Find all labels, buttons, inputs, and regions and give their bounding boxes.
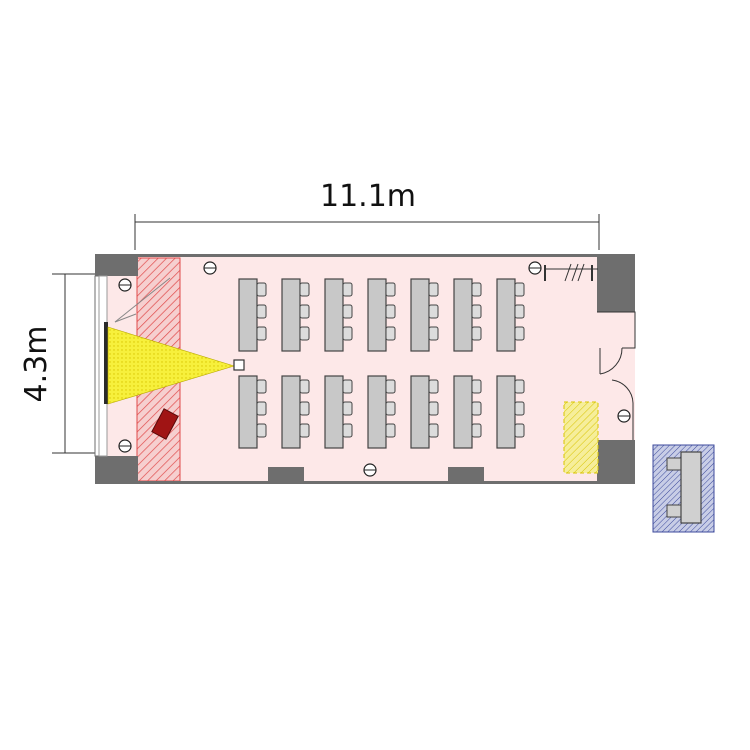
- chair: [342, 326, 353, 341]
- chair: [256, 423, 267, 438]
- chair: [342, 423, 353, 438]
- accessory-table: [652, 444, 715, 533]
- desk: [367, 375, 387, 449]
- chair: [514, 304, 525, 319]
- chair: [342, 282, 353, 297]
- chair: [256, 304, 267, 319]
- screen-bracket: [114, 313, 137, 323]
- desk: [453, 375, 473, 449]
- podium: [151, 408, 179, 440]
- chair: [385, 304, 396, 319]
- chair: [514, 379, 525, 394]
- chair: [471, 304, 482, 319]
- chair: [385, 423, 396, 438]
- chair: [385, 401, 396, 416]
- desk: [238, 375, 258, 449]
- chair: [428, 401, 439, 416]
- chair: [514, 401, 525, 416]
- chair: [256, 282, 267, 297]
- chair: [385, 326, 396, 341]
- chair: [342, 304, 353, 319]
- desk: [496, 375, 516, 449]
- height-dimension: 4.3m: [19, 273, 104, 454]
- desk: [281, 375, 301, 449]
- chair: [428, 379, 439, 394]
- storage-area: [563, 401, 599, 474]
- chair: [299, 326, 310, 341]
- desk: [496, 278, 516, 352]
- desk: [453, 278, 473, 352]
- chair: [256, 379, 267, 394]
- ceiling-speakers: [118, 261, 631, 477]
- desk: [324, 278, 344, 352]
- projector-screen-icon: [104, 322, 108, 404]
- chair: [514, 326, 525, 341]
- chair: [256, 401, 267, 416]
- chair: [471, 282, 482, 297]
- chair: [385, 379, 396, 394]
- chair: [471, 423, 482, 438]
- chair: [299, 401, 310, 416]
- chair: [428, 423, 439, 438]
- chair: [428, 304, 439, 319]
- coat-rack-icon: [544, 263, 598, 282]
- desk: [367, 278, 387, 352]
- chair: [342, 401, 353, 416]
- chair: [342, 379, 353, 394]
- chair: [299, 282, 310, 297]
- screen-cable: [114, 277, 171, 323]
- desk: [410, 375, 430, 449]
- chair: [299, 423, 310, 438]
- width-dimension: 11.1m: [134, 179, 600, 250]
- desk: [324, 375, 344, 449]
- projector-icon: [233, 359, 245, 371]
- chair: [256, 326, 267, 341]
- chair: [299, 304, 310, 319]
- desk: [281, 278, 301, 352]
- width-label: 11.1m: [320, 179, 416, 214]
- chair: [385, 282, 396, 297]
- chair: [428, 282, 439, 297]
- door-swing-icon: [597, 311, 636, 440]
- chair: [299, 379, 310, 394]
- seating-area: [238, 278, 525, 449]
- chair: [471, 326, 482, 341]
- projection-beam: [107, 326, 236, 405]
- chair: [471, 379, 482, 394]
- chair: [428, 326, 439, 341]
- walls: [95, 254, 635, 484]
- chair: [514, 423, 525, 438]
- height-label: 4.3m: [19, 326, 54, 403]
- chair: [514, 282, 525, 297]
- desk: [238, 278, 258, 352]
- desk: [410, 278, 430, 352]
- chair: [471, 401, 482, 416]
